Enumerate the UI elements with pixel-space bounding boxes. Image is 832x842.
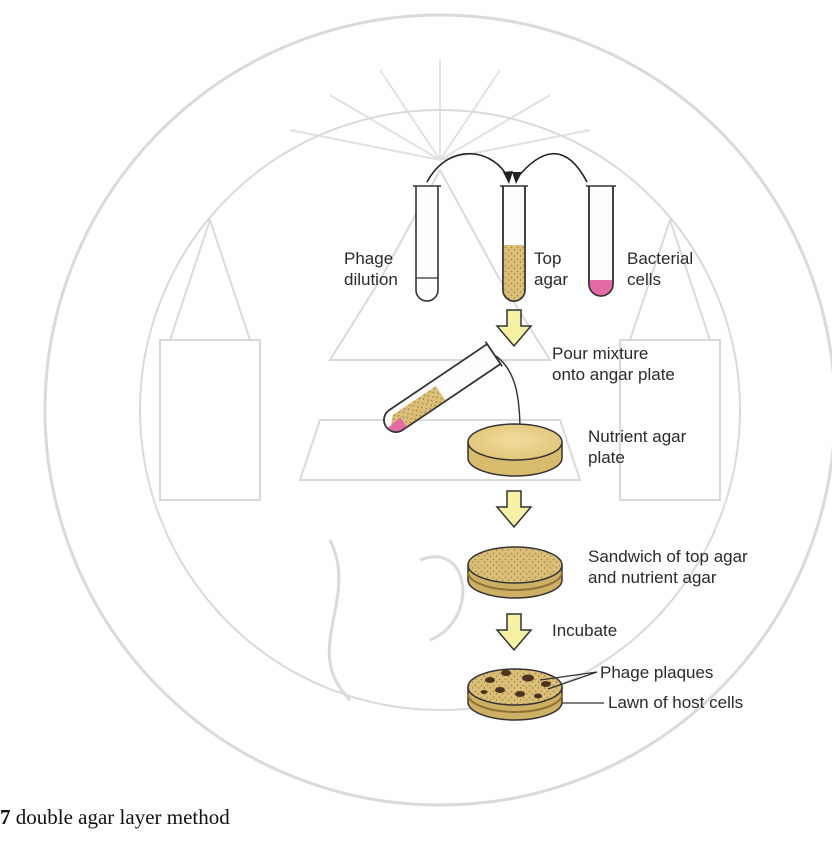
caption-number: 7 (0, 805, 11, 829)
label-lawn: Lawn of host cells (608, 692, 743, 713)
label-sandwich: Sandwich of top agar and nutrient agar (588, 546, 748, 588)
label-bacterial-cells-line2: cells (627, 269, 693, 290)
label-phage-dilution-line2: dilution (344, 269, 398, 290)
label-incubate: Incubate (552, 620, 617, 641)
label-phage-dilution-line1: Phage (344, 248, 398, 269)
tube-pouring (378, 342, 503, 440)
label-phage-plaques: Phage plaques (600, 662, 713, 683)
figure-caption: 7 double agar layer method (0, 805, 230, 830)
tube-bacterial-cells (586, 186, 616, 296)
down-arrow-2 (497, 491, 531, 527)
caption-text: double agar layer method (11, 805, 230, 829)
arrowhead-right (512, 172, 522, 184)
label-pour-line1: Pour mixture (552, 343, 675, 364)
label-sandwich-line1: Sandwich of top agar (588, 546, 748, 567)
watermark-seal (45, 15, 832, 805)
plate-sandwich (468, 547, 562, 598)
label-phage-dilution: Phage dilution (344, 248, 398, 290)
tube-top-agar (500, 186, 528, 301)
label-nutrient-line2: plate (588, 447, 686, 468)
down-arrow-1 (497, 310, 531, 346)
plate-nutrient-agar (468, 424, 562, 476)
label-sandwich-line2: and nutrient agar (588, 567, 748, 588)
label-nutrient-line1: Nutrient agar (588, 426, 686, 447)
label-pour-mixture: Pour mixture onto angar plate (552, 343, 675, 385)
label-bacterial-cells-line1: Bacterial (627, 248, 693, 269)
tube-phage-dilution (413, 186, 441, 301)
plate-plaques (468, 669, 562, 720)
label-bacterial-cells: Bacterial cells (627, 248, 693, 290)
label-top-agar-line2: agar (534, 269, 568, 290)
label-top-agar-line1: Top (534, 248, 568, 269)
down-arrow-3 (497, 614, 531, 650)
label-pour-line2: onto angar plate (552, 364, 675, 385)
arrowhead-left (503, 171, 513, 184)
label-top-agar: Top agar (534, 248, 568, 290)
label-nutrient-agar: Nutrient agar plate (588, 426, 686, 468)
